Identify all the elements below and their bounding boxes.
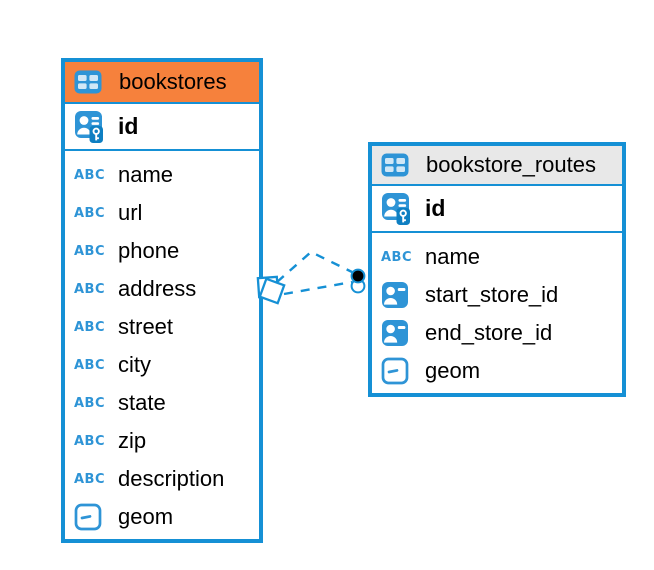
table-columns: id ABC name ABC url ABC phone ABC addres… — [65, 104, 259, 539]
text-icon: ABC — [74, 433, 106, 449]
column-row[interactable]: geom — [65, 498, 259, 536]
column-row[interactable]: ABC address — [65, 270, 259, 308]
text-icon: ABC — [74, 471, 106, 487]
column-name: description — [118, 466, 225, 491]
relationship-bookstores-to-bookstore_routes[interactable] — [256, 250, 366, 305]
column-row[interactable]: ABC name — [65, 156, 259, 194]
text-icon: ABC — [74, 395, 106, 411]
column-name: city — [118, 352, 151, 377]
text-icon: ABC — [74, 243, 106, 259]
table-header[interactable]: bookstores — [65, 62, 259, 104]
column-row[interactable]: ABC city — [65, 346, 259, 384]
column-row[interactable]: ABC state — [65, 384, 259, 422]
column-row[interactable]: start_store_id — [372, 276, 622, 314]
relationship-line-lower[interactable] — [283, 280, 353, 296]
column-name: address — [118, 276, 197, 301]
column-row[interactable]: geom — [372, 352, 622, 390]
text-icon: ABC — [381, 249, 413, 265]
column-name: id — [118, 113, 139, 139]
column-row[interactable]: ABC name — [372, 238, 622, 276]
column-name: start_store_id — [425, 282, 559, 307]
column-name: geom — [118, 504, 174, 529]
reference-icon — [381, 281, 417, 309]
column-name: url — [118, 200, 143, 225]
column-name: phone — [118, 238, 180, 263]
text-icon: ABC — [74, 205, 106, 221]
column-row[interactable]: end_store_id — [372, 314, 622, 352]
primary-key-icon — [381, 192, 417, 226]
text-icon: ABC — [74, 167, 106, 183]
column-name: state — [118, 390, 166, 415]
column-row[interactable]: ABC description — [65, 460, 259, 498]
geometry-icon — [74, 503, 110, 531]
column-name: name — [118, 162, 174, 187]
primary-key-icon — [74, 110, 110, 144]
column-row[interactable]: id — [65, 104, 259, 151]
column-row[interactable]: id — [372, 186, 622, 233]
reference-icon — [381, 319, 417, 347]
text-icon: ABC — [74, 281, 106, 297]
table-title: bookstore_routes — [426, 152, 596, 177]
table-columns: id ABC name start_store_id end_store_id … — [372, 186, 622, 393]
table-icon — [381, 153, 417, 177]
entity-table-bookstore_routes[interactable]: bookstore_routes id ABC name start_store… — [368, 142, 626, 397]
column-name: street — [118, 314, 174, 339]
column-name: zip — [118, 428, 147, 453]
column-name: end_store_id — [425, 320, 553, 345]
column-row[interactable]: ABC zip — [65, 422, 259, 460]
table-icon — [74, 70, 110, 94]
geometry-icon — [381, 357, 417, 385]
column-name: id — [425, 195, 446, 221]
table-header[interactable]: bookstore_routes — [372, 146, 622, 186]
relationship-line-upper[interactable] — [276, 250, 353, 283]
table-title: bookstores — [119, 69, 227, 94]
dot-marker — [350, 268, 366, 294]
text-icon: ABC — [74, 357, 106, 373]
column-name: name — [425, 244, 481, 269]
column-row[interactable]: ABC phone — [65, 232, 259, 270]
column-row[interactable]: ABC street — [65, 308, 259, 346]
column-name: geom — [425, 358, 481, 383]
text-icon: ABC — [74, 319, 106, 335]
column-row[interactable]: ABC url — [65, 194, 259, 232]
entity-table-bookstores[interactable]: bookstores id ABC name ABC url ABC phone… — [61, 58, 263, 543]
